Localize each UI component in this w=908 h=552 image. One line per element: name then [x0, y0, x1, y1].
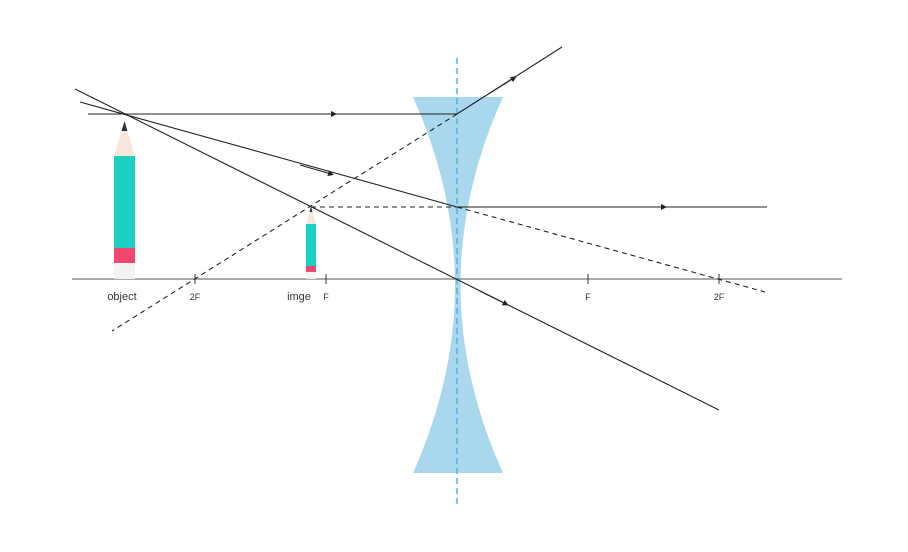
object-label: object — [107, 291, 136, 303]
ray-focal-arrow — [299, 164, 334, 177]
object-pencil-tip — [114, 122, 135, 156]
left-f-label: F — [323, 292, 329, 302]
ray-parallel-refracted-arrow — [489, 76, 517, 94]
image-label: imge — [287, 291, 311, 303]
ray-focal-incident — [79, 101, 458, 208]
ray-center — [74, 88, 720, 411]
object-pencil-lead — [121, 121, 128, 131]
image-pencil-lead — [309, 206, 313, 212]
image-pencil — [306, 206, 316, 279]
object-pencil-body — [114, 156, 135, 248]
right-2f-label: 2F — [714, 292, 725, 302]
ray-parallel-virtual-extension — [111, 113, 458, 332]
object-pencil — [114, 121, 135, 279]
right-f-label: F — [585, 292, 591, 302]
left-2f-label: 2F — [190, 292, 201, 302]
image-pencil-tip — [306, 207, 316, 224]
object-pencil-base — [114, 262, 135, 279]
ray-center-arrow — [479, 290, 509, 306]
object-pencil-eraser — [114, 248, 135, 263]
concave-lens — [413, 97, 503, 473]
image-pencil-body — [306, 224, 316, 266]
image-pencil-eraser — [306, 266, 316, 272]
image-pencil-base — [306, 272, 316, 279]
